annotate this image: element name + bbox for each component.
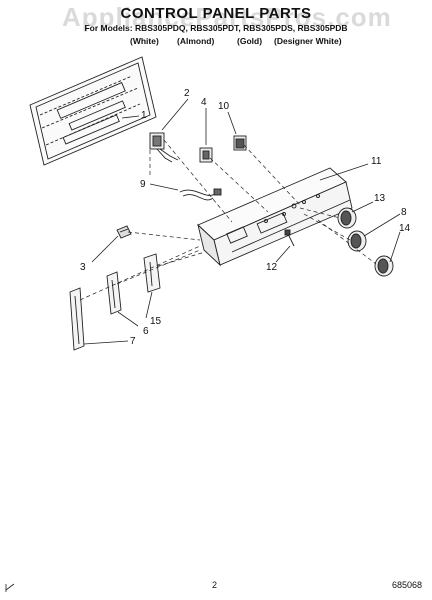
document-number: 685068 bbox=[392, 580, 423, 590]
knob-part-13 bbox=[337, 207, 357, 229]
callout-13: 13 bbox=[374, 193, 386, 204]
callout-15: 15 bbox=[150, 316, 162, 327]
color-label-almond: (Almond) bbox=[177, 36, 215, 46]
knob-part-14 bbox=[374, 255, 394, 277]
callout-7: 7 bbox=[130, 336, 136, 347]
switch-part bbox=[149, 132, 179, 163]
control-console-part bbox=[197, 167, 353, 267]
color-label-gold: (Gold) bbox=[237, 36, 263, 46]
page-title: CONTROL PANEL PARTS bbox=[120, 5, 312, 22]
clip-part bbox=[116, 225, 132, 239]
bracket-part bbox=[106, 271, 122, 315]
callout-6: 6 bbox=[143, 326, 149, 337]
watermark: AppliancePartsPros.com bbox=[62, 2, 392, 32]
color-label-designer-white: (Designer White) bbox=[274, 36, 342, 46]
model-list: For Models: RBS305PDQ, RBS305PDT, RBS305… bbox=[84, 23, 348, 33]
callout-2: 2 bbox=[184, 88, 190, 99]
side-bracket-part bbox=[143, 253, 161, 293]
crop-marks bbox=[5, 583, 15, 592]
callout-4: 4 bbox=[201, 97, 207, 108]
bracket-clip-part bbox=[233, 135, 247, 151]
callout-14: 14 bbox=[399, 223, 411, 234]
callout-leaders bbox=[83, 98, 401, 345]
callout-9: 9 bbox=[140, 179, 146, 190]
color-label-white: (White) bbox=[130, 36, 159, 46]
page-number: 2 bbox=[212, 580, 218, 590]
knob-part-8 bbox=[347, 230, 367, 252]
screw-part bbox=[284, 229, 295, 247]
side-trim-part bbox=[69, 287, 85, 351]
back-panel-part bbox=[29, 56, 157, 166]
callout-8: 8 bbox=[401, 207, 407, 218]
callout-10: 10 bbox=[218, 101, 230, 112]
callout-1: 1 bbox=[141, 110, 147, 121]
connector-block-part bbox=[199, 147, 213, 163]
wire-harness-part bbox=[179, 188, 222, 201]
callout-12: 12 bbox=[266, 262, 278, 273]
callout-3: 3 bbox=[80, 262, 86, 273]
assembly-lines bbox=[79, 139, 377, 301]
callout-11: 11 bbox=[371, 156, 382, 167]
